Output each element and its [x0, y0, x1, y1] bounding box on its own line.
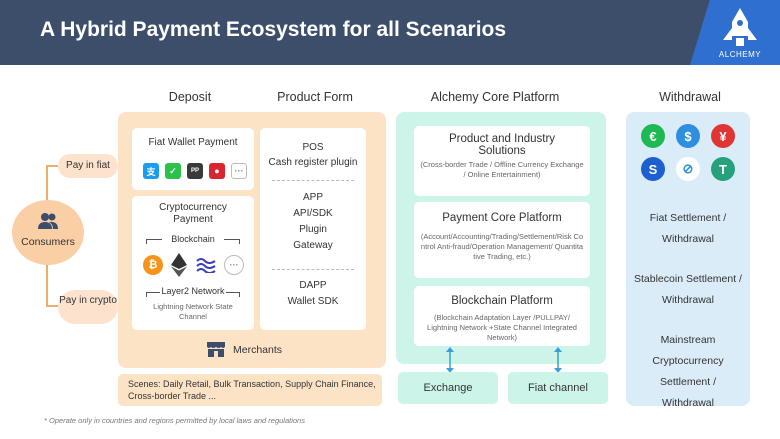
logo-text: ALCHEMY: [718, 50, 762, 59]
product-solutions-card: [414, 126, 590, 196]
dollar-icon: $: [676, 124, 700, 148]
product-form-api-sdk: API/SDK: [293, 208, 333, 219]
more-icon: ···: [231, 163, 247, 179]
scenes-text: Scenes: Daily Retail, Bulk Transaction, …: [128, 379, 376, 401]
header-bar: [0, 0, 780, 65]
pay-in-crypto-pill: Pay in crypto: [58, 290, 118, 324]
layer2-description: Lightning Network State Channel: [153, 302, 233, 321]
wechat-pay-icon: ✓: [165, 163, 181, 179]
product-form-wallet-sdk: Wallet SDK: [287, 296, 339, 307]
product-solutions-desc: (Cross-border Trade / Offline Currency E…: [420, 160, 584, 179]
consumers-node: [12, 200, 84, 265]
product-form-plugin: Plugin: [299, 224, 327, 235]
product-form-app: APP: [302, 192, 323, 203]
payment-core-card: [414, 202, 590, 278]
payment-core-title: Payment Core Platform: [442, 212, 562, 224]
more-crypto-icon: ···: [224, 255, 244, 275]
yen-icon: ¥: [711, 124, 735, 148]
column-title-withdrawal: Withdrawal: [659, 90, 721, 104]
connector-line-bottom: [46, 305, 58, 307]
mainstream-settlement-label: Mainstream Cryptocurrency Settlement / W…: [652, 334, 724, 409]
product-form-group-2: APP API/SDK Plugin Gateway: [260, 190, 366, 254]
chain-link-icon: ⊘: [676, 157, 700, 181]
stablecoin-s-icon: S: [641, 157, 665, 181]
arrow-exchange-icon: [446, 347, 454, 373]
column-title-core-platform: Alchemy Core Platform: [430, 90, 560, 104]
alchemy-logo-icon: [723, 8, 757, 46]
fiat-settlement-label: Fiat Settlement / Withdrawal: [649, 212, 727, 245]
scenes-box: [118, 374, 382, 406]
column-title-deposit: Deposit: [168, 90, 212, 104]
product-form-cash-register: Cash register plugin: [268, 157, 358, 168]
waves-icon: [196, 258, 216, 273]
fiat-channel-box: Fiat channel: [508, 372, 608, 404]
product-solutions-title: Product and Industry Solutions: [448, 133, 556, 157]
layer2-label: Layer2 Network: [160, 286, 226, 296]
ethereum-icon: [171, 253, 187, 277]
blockchain-platform-title: Blockchain Platform: [451, 295, 553, 307]
product-form-group-3: DAPP Wallet SDK: [260, 278, 366, 310]
blockchain-platform-card: [414, 286, 590, 346]
consumers-label: Consumers: [21, 236, 75, 248]
product-form-dapp: DAPP: [299, 280, 327, 291]
connector-line-top: [46, 165, 58, 167]
product-form-card: [260, 128, 366, 330]
product-form-pos: POS: [302, 142, 324, 153]
payment-core-desc: (Account/Accounting/Trading/Settlement/R…: [420, 232, 584, 261]
crypto-payment-title: Cryptocurrency Payment: [159, 202, 227, 225]
blockchain-platform-desc: (Blockchain Adaptation Layer /PULLPAY/ L…: [427, 313, 577, 342]
footnote: * Operate only in countries and regions …: [44, 416, 305, 425]
euro-icon: €: [641, 124, 665, 148]
alipay-icon: 支: [143, 163, 159, 179]
divider: [272, 269, 354, 270]
arrow-fiat-channel-icon: [554, 347, 562, 373]
fiat-wallet-card: [132, 128, 254, 190]
paypay-icon: PP: [187, 163, 203, 179]
product-form-group-1: POS Cash register plugin: [260, 140, 366, 170]
store-icon: [207, 342, 225, 357]
pay-in-fiat-pill: Pay in fiat: [58, 154, 118, 178]
merchants-label: Merchants: [233, 344, 283, 356]
bitcoin-icon: ₿: [143, 255, 163, 275]
fiat-wallet-title: Fiat Wallet Payment: [148, 137, 238, 148]
product-form-gateway: Gateway: [293, 240, 333, 251]
blockchain-label: Blockchain: [162, 234, 224, 244]
column-title-product-form: Product Form: [277, 90, 353, 104]
divider: [272, 180, 354, 181]
users-icon: [38, 213, 58, 229]
card-pay-icon: ●: [209, 163, 225, 179]
exchange-box: Exchange: [398, 372, 498, 404]
tether-icon: T: [711, 157, 735, 181]
stablecoin-settlement-label: Stablecoin Settlement / Withdrawal: [634, 273, 742, 306]
page-title: A Hybrid Payment Ecosystem for all Scena…: [40, 18, 507, 41]
